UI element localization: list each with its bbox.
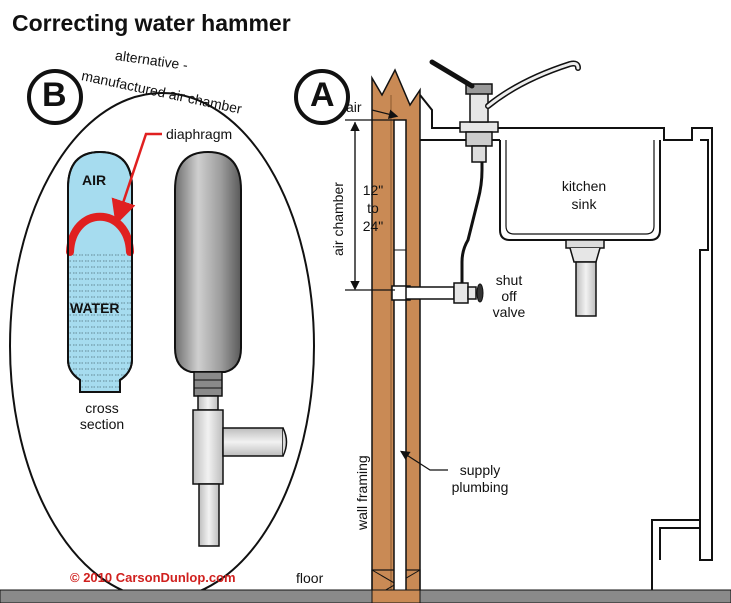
- supply-plumbing-label-2: plumbing: [451, 479, 509, 495]
- supply-plumbing-label-1: supply: [459, 462, 501, 478]
- supply-leader: [399, 450, 448, 471]
- air-top-label: air: [346, 99, 362, 115]
- badge-b-label: B: [42, 76, 67, 114]
- shutoff-label-2: off: [501, 288, 517, 304]
- kitchen-sink-label-1: kitchen: [561, 178, 607, 194]
- water-label: WATER: [70, 300, 120, 316]
- manufactured-cylinder: [174, 150, 288, 547]
- shutoff-valve: [453, 282, 484, 304]
- air-label: AIR: [82, 172, 107, 188]
- shutoff-label-3: valve: [492, 304, 526, 320]
- size-label-3: 24": [362, 218, 384, 234]
- diaphragm-label: diaphragm: [166, 126, 233, 142]
- cross-section-label-2: section: [79, 416, 125, 432]
- cross-section-label-1: cross: [85, 400, 119, 416]
- shutoff-label-1: shut: [495, 272, 523, 288]
- size-label-1: 12": [362, 182, 384, 198]
- badge-a-label: A: [310, 76, 335, 114]
- kitchen-sink-label-2: sink: [571, 196, 597, 212]
- copyright-notice: © 2010 CarsonDunlop.com: [70, 570, 236, 585]
- supply-branch: [405, 286, 455, 300]
- faucet: [429, 59, 581, 163]
- manufactured-chamber-outline: [9, 92, 315, 600]
- floor-slab: [0, 589, 731, 603]
- badge-b-circle: [27, 69, 83, 125]
- supply-pipe: [393, 119, 407, 601]
- air-chamber-dimension: [345, 109, 399, 291]
- badge-a-circle: [294, 69, 350, 125]
- wall-framing-label: wall framing: [354, 455, 370, 530]
- riser-tube: [460, 158, 484, 283]
- air-chamber-label: air chamber: [330, 182, 346, 256]
- diagram-title: Correcting water hammer: [12, 10, 291, 36]
- size-label-2: to: [367, 200, 379, 216]
- diaphragm-pointer: [111, 132, 162, 226]
- cross-section-capsule: [66, 150, 134, 393]
- counter-and-sink: [419, 94, 713, 598]
- floor-label: floor: [296, 570, 324, 586]
